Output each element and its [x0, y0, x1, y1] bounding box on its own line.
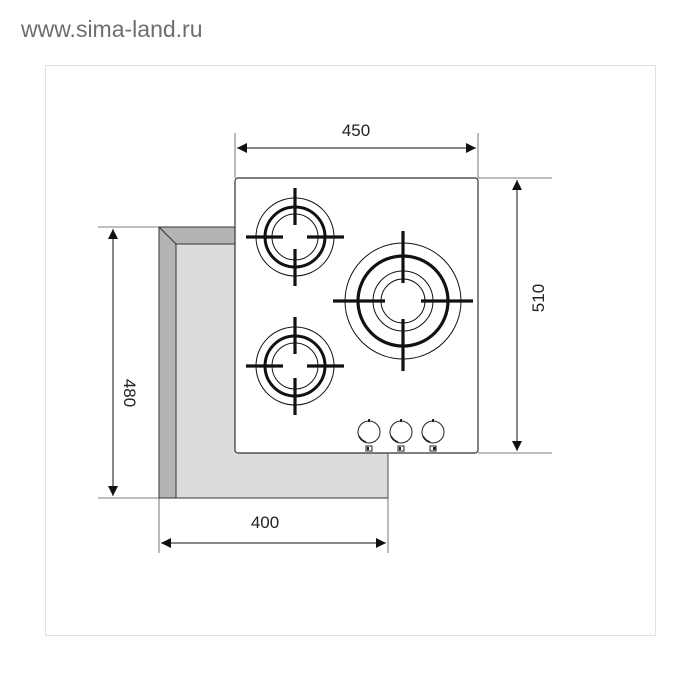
hob-depth-label: 510	[529, 284, 548, 312]
burner-small-top-icon	[246, 188, 344, 286]
control-knob-icon	[357, 419, 381, 452]
dimension-hob-depth	[478, 177, 552, 454]
control-knob-icon	[389, 419, 413, 452]
watermark-text: www.sima-land.ru	[21, 16, 203, 42]
dimension-cutout-depth	[98, 226, 159, 499]
dimension-cutout-width	[158, 453, 389, 553]
cutout-depth-label: 480	[120, 379, 139, 407]
burner-small-bottom-icon	[246, 317, 344, 415]
cutout-width-label: 400	[251, 513, 279, 532]
burner-large-icon	[333, 231, 473, 371]
hob-width-label: 450	[342, 121, 370, 140]
dimension-hob-width	[234, 133, 479, 178]
control-knob-icon	[421, 419, 445, 452]
diagram-frame	[45, 65, 656, 636]
